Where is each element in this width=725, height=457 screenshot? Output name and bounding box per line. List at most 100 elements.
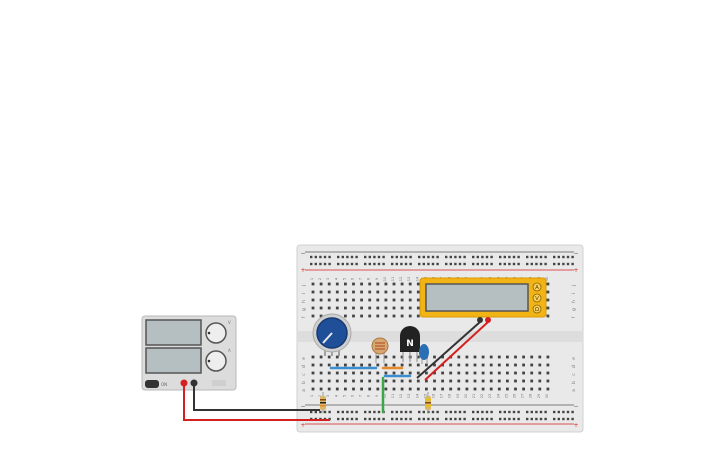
breadboard-hole[interactable] [368, 282, 372, 286]
breadboard-hole[interactable] [344, 355, 347, 359]
rail-hole[interactable] [535, 410, 538, 414]
rail-hole[interactable] [368, 255, 371, 259]
breadboard-hole[interactable] [449, 387, 453, 391]
breadboard-hole[interactable] [441, 355, 444, 359]
rail-hole[interactable] [530, 417, 533, 421]
breadboard-hole[interactable] [473, 363, 477, 367]
breadboard-hole[interactable] [473, 371, 477, 375]
breadboard-hole[interactable] [522, 355, 525, 359]
rail-hole[interactable] [463, 410, 466, 414]
potentiometer[interactable] [312, 313, 352, 356]
rail-hole[interactable] [517, 255, 520, 259]
rail-hole[interactable] [436, 410, 439, 414]
rail-hole[interactable] [458, 255, 462, 259]
rail-hole[interactable] [458, 410, 462, 414]
rail-hole[interactable] [445, 417, 448, 421]
rail-hole[interactable] [404, 262, 408, 266]
rail-hole[interactable] [431, 262, 435, 266]
breadboard-hole[interactable] [416, 371, 420, 375]
breadboard-hole[interactable] [392, 387, 396, 391]
breadboard-hole[interactable] [530, 379, 534, 383]
rail-hole[interactable] [571, 255, 574, 259]
breadboard-hole[interactable] [352, 387, 355, 391]
rail-hole[interactable] [463, 262, 466, 266]
rail-hole[interactable] [427, 262, 430, 266]
breadboard-hole[interactable] [416, 282, 420, 286]
breadboard-hole[interactable] [319, 290, 323, 294]
breadboard-hole[interactable] [311, 314, 315, 318]
breadboard-hole[interactable] [465, 387, 469, 391]
rail-hole[interactable] [539, 255, 543, 259]
breadboard-hole[interactable] [400, 298, 404, 302]
breadboard-hole[interactable] [433, 363, 436, 367]
negative-terminal[interactable] [190, 379, 198, 387]
breadboard-hole[interactable] [481, 355, 485, 359]
rail-hole[interactable] [377, 417, 381, 421]
rail-hole[interactable] [526, 255, 529, 259]
breadboard-hole[interactable] [408, 379, 412, 383]
breadboard-hole[interactable] [327, 306, 331, 310]
rail-hole[interactable] [431, 255, 435, 259]
breadboard-hole[interactable] [425, 379, 428, 383]
breadboard-hole[interactable] [465, 363, 469, 367]
breadboard-hole[interactable] [449, 379, 453, 383]
breadboard-hole[interactable] [360, 379, 363, 383]
rail-hole[interactable] [400, 255, 403, 259]
rail-hole[interactable] [355, 417, 358, 421]
breadboard-hole[interactable] [368, 314, 372, 318]
breadboard-hole[interactable] [530, 371, 534, 375]
breadboard-hole[interactable] [546, 387, 550, 391]
rail-hole[interactable] [422, 262, 425, 266]
breadboard-hole[interactable] [514, 379, 517, 383]
rail-hole[interactable] [557, 417, 560, 421]
breadboard-hole[interactable] [497, 371, 501, 375]
breadboard-hole[interactable] [481, 363, 485, 367]
resistor-right[interactable] [425, 392, 431, 413]
breadboard-hole[interactable] [376, 371, 380, 375]
breadboard-hole[interactable] [392, 290, 396, 294]
rail-hole[interactable] [535, 262, 538, 266]
breadboard-hole[interactable] [416, 290, 420, 294]
rail-hole[interactable] [562, 255, 565, 259]
rail-hole[interactable] [512, 262, 516, 266]
rail-hole[interactable] [562, 262, 565, 266]
breadboard-hole[interactable] [546, 314, 550, 318]
breadboard-hole[interactable] [311, 298, 315, 302]
rail-hole[interactable] [544, 255, 547, 259]
breadboard-hole[interactable] [319, 355, 323, 359]
breadboard-hole[interactable] [360, 314, 363, 318]
breadboard-hole[interactable] [538, 379, 542, 383]
breadboard-hole[interactable] [400, 355, 404, 359]
rail-hole[interactable] [409, 262, 412, 266]
breadboard-hole[interactable] [489, 363, 493, 367]
breadboard-hole[interactable] [433, 355, 436, 359]
breadboard-hole[interactable] [416, 387, 420, 391]
rail-hole[interactable] [395, 262, 398, 266]
breadboard-hole[interactable] [327, 363, 331, 367]
breadboard-hole[interactable] [344, 379, 347, 383]
breadboard-hole[interactable] [335, 282, 339, 286]
breadboard-hole[interactable] [319, 387, 323, 391]
breadboard-hole[interactable] [400, 290, 404, 294]
rail-hole[interactable] [409, 255, 412, 259]
rail-hole[interactable] [544, 410, 547, 414]
breadboard-hole[interactable] [392, 371, 396, 375]
rail-hole[interactable] [364, 410, 367, 414]
rail-hole[interactable] [485, 410, 489, 414]
rail-hole[interactable] [508, 417, 511, 421]
rail-hole[interactable] [328, 255, 331, 259]
rail-hole[interactable] [499, 262, 502, 266]
breadboard-hole[interactable] [425, 363, 428, 367]
breadboard-hole[interactable] [352, 314, 355, 318]
breadboard-hole[interactable] [408, 363, 412, 367]
breadboard-hole[interactable] [506, 379, 509, 383]
breadboard-hole[interactable] [384, 387, 388, 391]
rail-hole[interactable] [530, 255, 533, 259]
rail-hole[interactable] [553, 255, 556, 259]
breadboard-hole[interactable] [506, 371, 509, 375]
breadboard-hole[interactable] [433, 387, 436, 391]
breadboard-hole[interactable] [489, 371, 493, 375]
rail-hole[interactable] [422, 417, 425, 421]
breadboard-hole[interactable] [425, 387, 428, 391]
breadboard-hole[interactable] [514, 363, 517, 367]
